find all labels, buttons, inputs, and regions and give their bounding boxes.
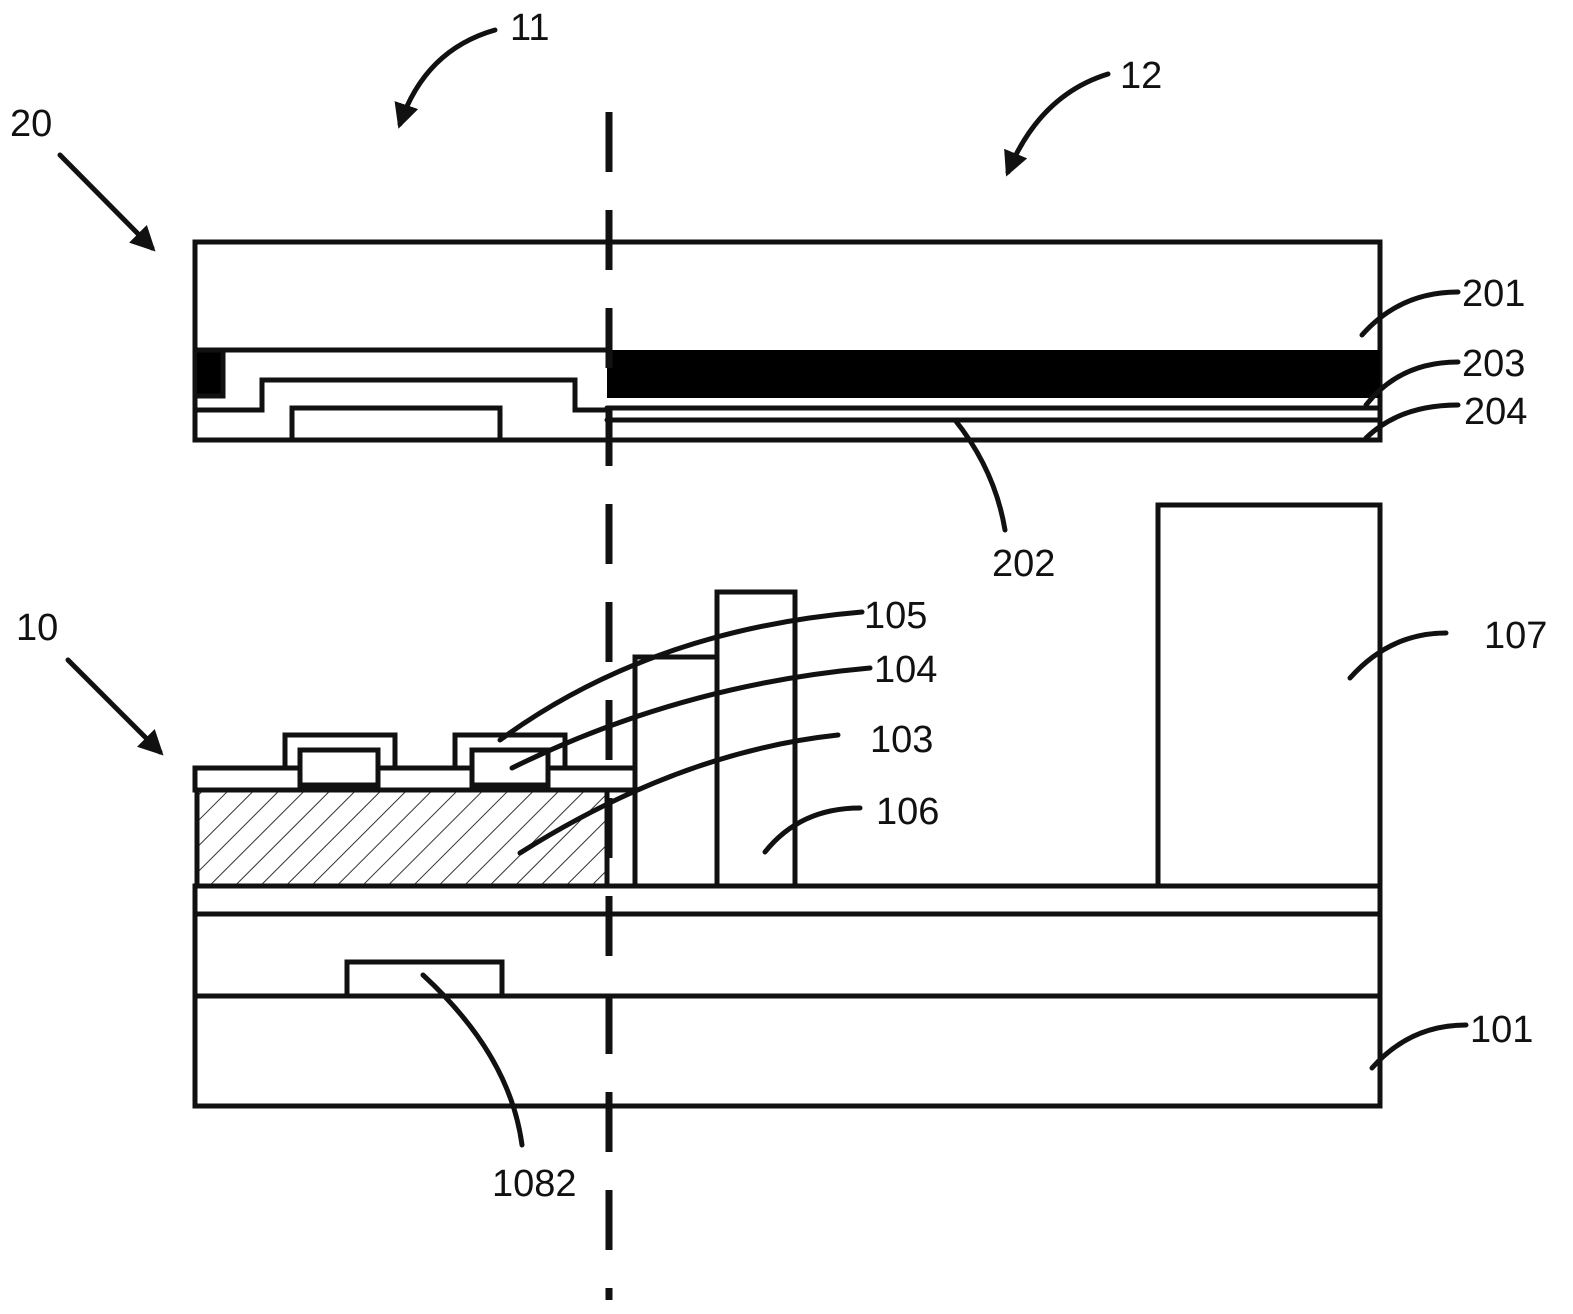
left-stepped-layer-middle xyxy=(192,347,226,399)
leader-107 xyxy=(1347,630,1449,681)
label-101: 101 xyxy=(1470,1009,1533,1051)
label-10: 10 xyxy=(16,607,58,649)
label-106: 106 xyxy=(876,791,939,833)
block-107 xyxy=(1155,502,1383,889)
leader-204 xyxy=(1363,402,1461,441)
left-stepped-layer-upper xyxy=(192,377,610,413)
left-edge-black-block xyxy=(197,350,223,396)
leader-105 xyxy=(497,609,865,743)
leader-1082 xyxy=(420,972,525,1148)
arrow-20 xyxy=(57,152,156,252)
lower-substrate xyxy=(192,502,1383,1109)
label-105: 105 xyxy=(864,595,927,637)
label-204: 204 xyxy=(1464,391,1527,433)
layer-thin-top xyxy=(192,883,1383,917)
leader-202 xyxy=(952,417,1008,533)
label-20: 20 xyxy=(10,103,52,145)
leader-104 xyxy=(509,665,873,771)
leader-203 xyxy=(1363,359,1461,408)
leader-201 xyxy=(1359,289,1461,338)
label-202: 202 xyxy=(992,543,1055,585)
label-11: 11 xyxy=(510,7,549,49)
arrow-10 xyxy=(65,657,164,756)
layer-above-103 xyxy=(192,765,638,793)
leader-101 xyxy=(1369,1022,1469,1071)
arrow-11 xyxy=(394,27,498,129)
label-107: 107 xyxy=(1484,615,1547,657)
step-wall xyxy=(632,654,718,771)
label-104: 104 xyxy=(874,649,937,691)
label-203: 203 xyxy=(1462,343,1525,385)
label-1082: 1082 xyxy=(492,1163,577,1205)
left-stepped-layer-lower xyxy=(289,405,503,443)
layer-203-black-matrix xyxy=(607,350,1380,398)
leader-106 xyxy=(762,805,863,855)
bump-104-left xyxy=(297,747,381,788)
leader-103 xyxy=(517,732,841,856)
label-103: 103 xyxy=(870,719,933,761)
upper-substrate xyxy=(192,239,1383,443)
label-201: 201 xyxy=(1462,273,1525,315)
layer-105-cover xyxy=(192,732,638,771)
layer-101-base xyxy=(192,993,1383,1109)
label-12: 12 xyxy=(1120,55,1162,97)
arrow-12 xyxy=(1004,71,1111,177)
